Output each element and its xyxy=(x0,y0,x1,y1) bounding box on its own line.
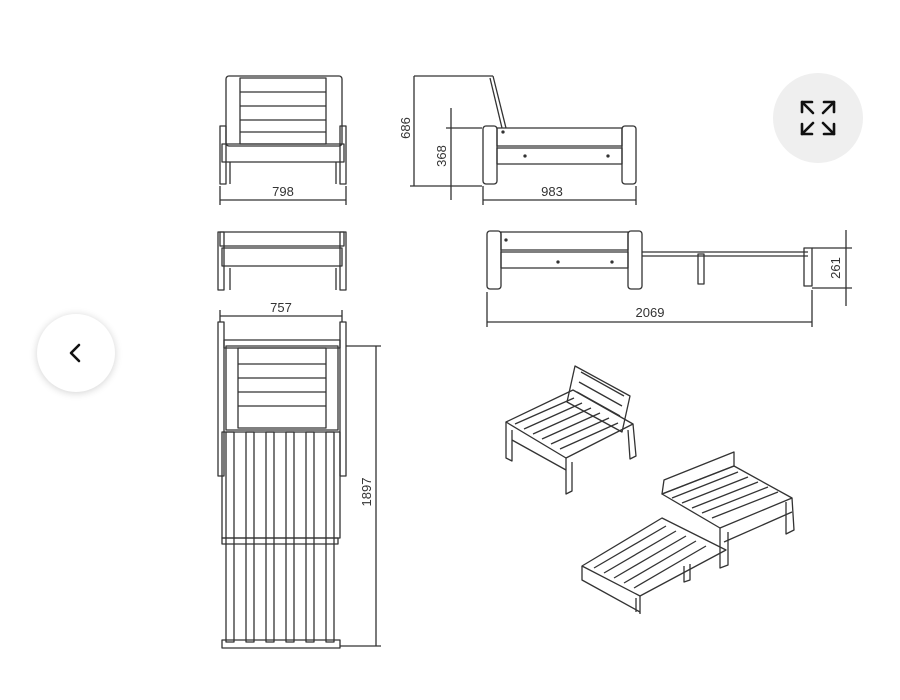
dim-983-label: 983 xyxy=(541,184,563,199)
dim-folded-width: 757 xyxy=(219,300,343,322)
dim-368-label: 368 xyxy=(434,145,449,167)
dim-total-length: 1897 xyxy=(340,345,381,647)
top-view-small xyxy=(217,231,347,291)
iso-chair xyxy=(505,365,637,495)
dim-686-label: 686 xyxy=(398,117,413,139)
dim-2069-label: 2069 xyxy=(636,305,665,320)
chevron-left-icon xyxy=(69,343,81,363)
dim-757-label: 757 xyxy=(270,300,292,315)
dim-side-depth: 983 xyxy=(482,184,637,205)
dim-side-height: 686 xyxy=(398,76,482,187)
dim-261-label: 261 xyxy=(828,257,843,279)
front-view xyxy=(219,75,347,185)
dim-798-label: 798 xyxy=(272,184,294,199)
dim-1897-label: 1897 xyxy=(359,478,374,507)
iso-bed xyxy=(581,451,795,614)
previous-image-button[interactable] xyxy=(37,314,115,392)
dim-bed-height: 261 xyxy=(812,230,852,306)
expand-arrows-icon xyxy=(800,100,836,136)
fullscreen-button[interactable] xyxy=(773,73,863,163)
dim-seat-height: 368 xyxy=(434,108,482,200)
dim-bed-length: 2069 xyxy=(486,290,813,327)
bed-side-view xyxy=(486,230,813,290)
side-view xyxy=(414,75,637,185)
dim-front-width: 798 xyxy=(219,184,347,205)
top-view-long xyxy=(217,321,347,649)
